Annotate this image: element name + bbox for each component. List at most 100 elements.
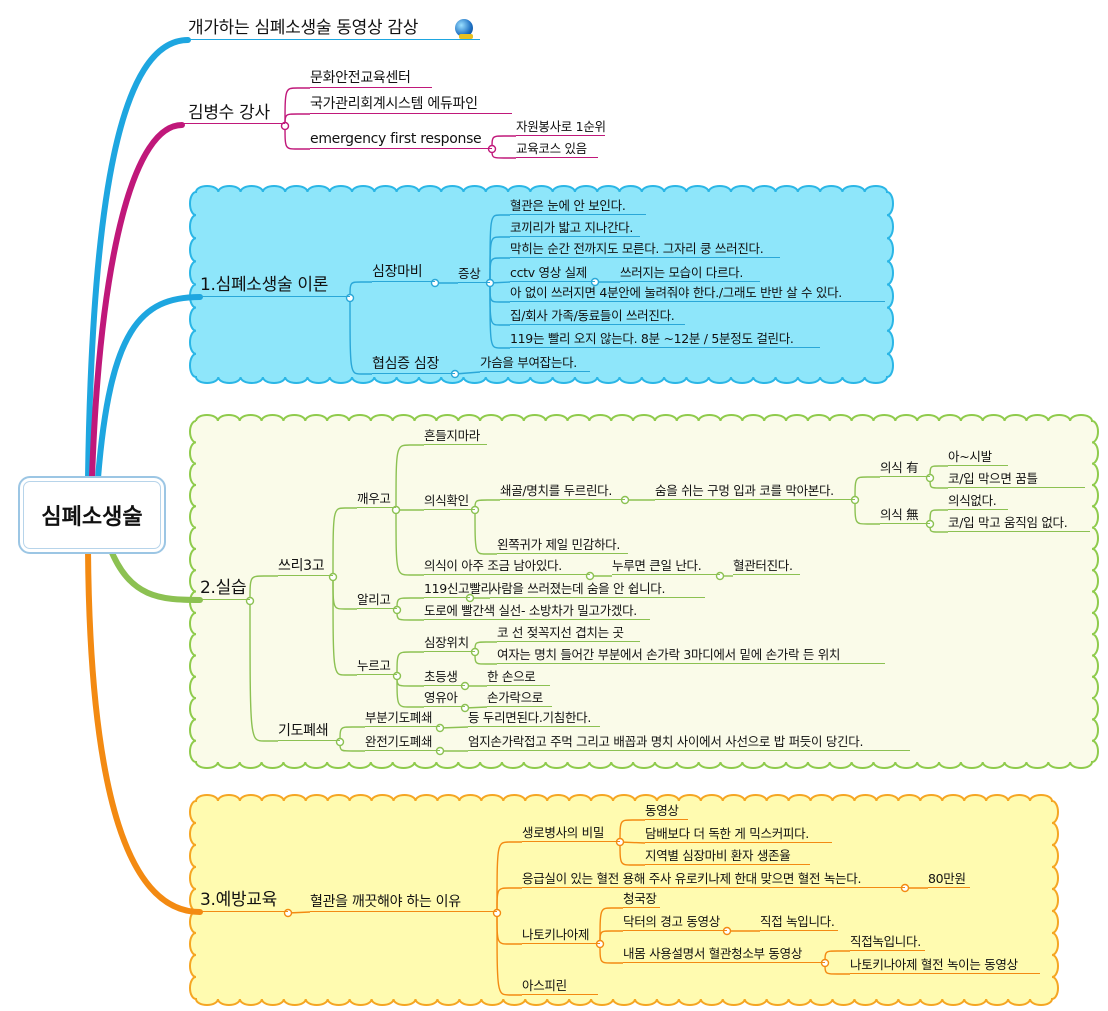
efr-item[interactable]: 교육코스 있음	[516, 141, 598, 158]
connector-line	[249, 575, 278, 602]
node[interactable]: 도로에 빨간색 실선- 소방차가 밀고가겠다.	[424, 603, 650, 620]
collapse-toggle-icon	[485, 278, 495, 288]
topic-lecturer[interactable]: 김병수 강사	[180, 102, 285, 124]
node[interactable]: 아~시발	[948, 449, 1008, 466]
node[interactable]: 나토키나아제 혈전 녹이는 동영상	[850, 957, 1040, 974]
symptom-item[interactable]: 코끼리가 밟고 지나간다.	[510, 220, 640, 237]
node[interactable]: 직접녹입니다.	[850, 934, 925, 951]
node[interactable]: 등 두리면된다.기침한다.	[468, 710, 600, 727]
practice-press[interactable]: 누르고	[357, 658, 397, 675]
node[interactable]: 한 손으로	[487, 669, 550, 686]
practice-notify[interactable]: 알리고	[357, 592, 397, 609]
lecturer-item[interactable]: 국가관리회계시스템 에듀파인	[310, 95, 512, 114]
connector-line	[349, 297, 372, 375]
node[interactable]: 직접 녹입니다.	[760, 914, 838, 931]
practice-airway[interactable]: 기도폐쇄	[278, 722, 340, 741]
practice-three[interactable]: 쓰리3고	[278, 557, 333, 576]
topic-practice[interactable]: 2.실습	[200, 577, 250, 600]
collapse-toggle-icon	[900, 883, 910, 893]
node[interactable]: 의식 無	[880, 507, 930, 524]
symptom-item[interactable]: cctv 영상 실제	[510, 265, 595, 282]
symptom-item[interactable]: 집/회사 가족/동료들이 쓰러진다.	[510, 308, 685, 325]
node[interactable]: 아스피린	[522, 978, 598, 995]
node[interactable]: 사람을 쓰러졌는데 숨을 안 쉽니다.	[490, 581, 705, 598]
node[interactable]: 쇄골/명치를 두르린다.	[500, 483, 625, 500]
efr-item[interactable]: 자원봉사로 1순위	[516, 119, 606, 136]
symptom-item[interactable]: 혈관은 눈에 안 보인다.	[510, 198, 646, 215]
boundary-cloud	[189, 794, 1059, 1006]
node[interactable]: 왼쪽귀가 제일 민감하다.	[497, 537, 628, 554]
collapse-toggle-icon	[470, 505, 480, 515]
node[interactable]: 여자는 명치 들어간 부분에서 손가락 3마디에서 밑에 손가락 든 위치	[497, 647, 885, 664]
node[interactable]: 나토키나아제	[522, 927, 600, 944]
globe-icon[interactable]	[455, 19, 473, 39]
node[interactable]: 청국장	[623, 891, 660, 908]
symptom-item[interactable]: 119는 빨리 오지 않는다. 8분 ~12분 / 5분정도 걸린다.	[510, 331, 820, 348]
node[interactable]: 의식 有	[880, 460, 930, 477]
collapse-toggle-icon	[450, 369, 460, 379]
collapse-toggle-icon	[590, 277, 600, 287]
collapse-toggle-icon	[595, 939, 605, 949]
lecturer-item[interactable]: 문화안전교육센터	[310, 69, 432, 88]
connector-line	[619, 819, 645, 843]
symptom-item[interactable]: 막히는 순간 전까지도 모른다. 그자리 쿵 쓰러진다.	[510, 241, 780, 258]
node[interactable]: 의식이 아주 조금 남아있다.	[424, 558, 590, 575]
connector-line	[284, 125, 310, 150]
node[interactable]: 코 선 젖꼭지선 겹치는 곳	[497, 625, 640, 642]
node[interactable]: 담배보다 더 독한 게 믹스커피다.	[645, 826, 832, 843]
angina-item[interactable]: 가슴을 부여잡는다.	[480, 355, 590, 372]
symptom-item[interactable]: 아 없이 쓰러지면 4분안에 눌려줘야 한다./그래도 반반 살 수 있다.	[510, 285, 885, 302]
connector-line	[496, 887, 522, 914]
node[interactable]: 응급실이 있는 혈전 용해 주사 유로키나제 한대 맞으면 혈전 녹는다.	[522, 871, 905, 888]
node[interactable]: 80만원	[928, 871, 970, 888]
collapse-toggle-icon	[820, 958, 830, 968]
connector-line	[474, 509, 497, 555]
boundary-cloud	[189, 414, 1099, 769]
node[interactable]: 완전기도폐쇄	[365, 734, 440, 751]
node[interactable]: 지역별 심장마비 환자 생존율	[645, 848, 810, 865]
collapse-toggle-icon	[487, 144, 497, 154]
practice-wake[interactable]: 깨우고	[357, 491, 396, 508]
collapse-toggle-icon	[391, 505, 401, 515]
symptom-subitem[interactable]: 쓰러지는 모습이 다르다.	[620, 265, 760, 282]
theory-angina[interactable]: 협심증 심장	[372, 355, 455, 374]
node[interactable]: 코/입 막고 움직임 없다.	[948, 515, 1090, 532]
node[interactable]: 영유아	[424, 690, 465, 707]
connector-line	[496, 841, 522, 914]
node[interactable]: 엄지손가락접고 주먹 그리고 배꼽과 명치 사이에서 사선으로 밥 퍼듯이 당긴…	[468, 734, 910, 751]
node[interactable]: 혈관터진다.	[733, 558, 800, 575]
central-topic[interactable]: 심폐소생술	[18, 476, 166, 554]
node[interactable]: 누루면 큰일 난다.	[612, 558, 720, 575]
node[interactable]: 초등생	[424, 669, 465, 686]
lecturer-item[interactable]: emergency first response	[310, 130, 492, 149]
node[interactable]: 닥터의 경고 동영상	[623, 914, 727, 931]
collapse-toggle-icon	[925, 519, 935, 529]
node[interactable]: 생로병사의 비밀	[522, 825, 620, 842]
branch-line	[107, 545, 203, 603]
topic-theory[interactable]: 1.심폐소생술 이론	[200, 274, 350, 297]
node[interactable]: 숨을 쉬는 구멍 입과 코를 막아본다.	[655, 483, 855, 500]
node[interactable]: 손가락으로	[487, 690, 552, 707]
node[interactable]: 의식없다.	[948, 493, 1008, 510]
node[interactable]: 119신고빨리	[424, 581, 492, 598]
collapse-toggle-icon	[465, 593, 475, 603]
topic-prevention[interactable]: 3.예방교육	[200, 889, 288, 912]
connector-line	[332, 507, 357, 578]
node[interactable]: 동영상	[645, 803, 688, 820]
collapse-toggle-icon	[470, 647, 480, 657]
theory-cardiac[interactable]: 심장마비	[372, 263, 435, 282]
connector-line	[249, 600, 278, 742]
connector-line	[332, 576, 357, 676]
connector-line	[854, 499, 880, 525]
node[interactable]: 내몸 사용설명서 혈관청소부 동영상	[623, 946, 825, 963]
prevention-reason[interactable]: 혈관을 깨끗해야 하는 이유	[310, 893, 497, 912]
theory-symptom[interactable]: 증상	[458, 266, 490, 283]
topic-video[interactable]: 개가하는 심폐소생술 동영상 감상	[188, 17, 480, 40]
node[interactable]: 흔들지마라	[424, 428, 487, 445]
node[interactable]: 의식확인	[424, 493, 475, 510]
connector-line	[619, 841, 645, 866]
node[interactable]: 코/입 막으면 꿈틀	[948, 471, 1085, 488]
connector-line	[854, 476, 880, 501]
node[interactable]: 심장위치	[424, 635, 475, 652]
node[interactable]: 부분기도폐쇄	[365, 710, 440, 727]
